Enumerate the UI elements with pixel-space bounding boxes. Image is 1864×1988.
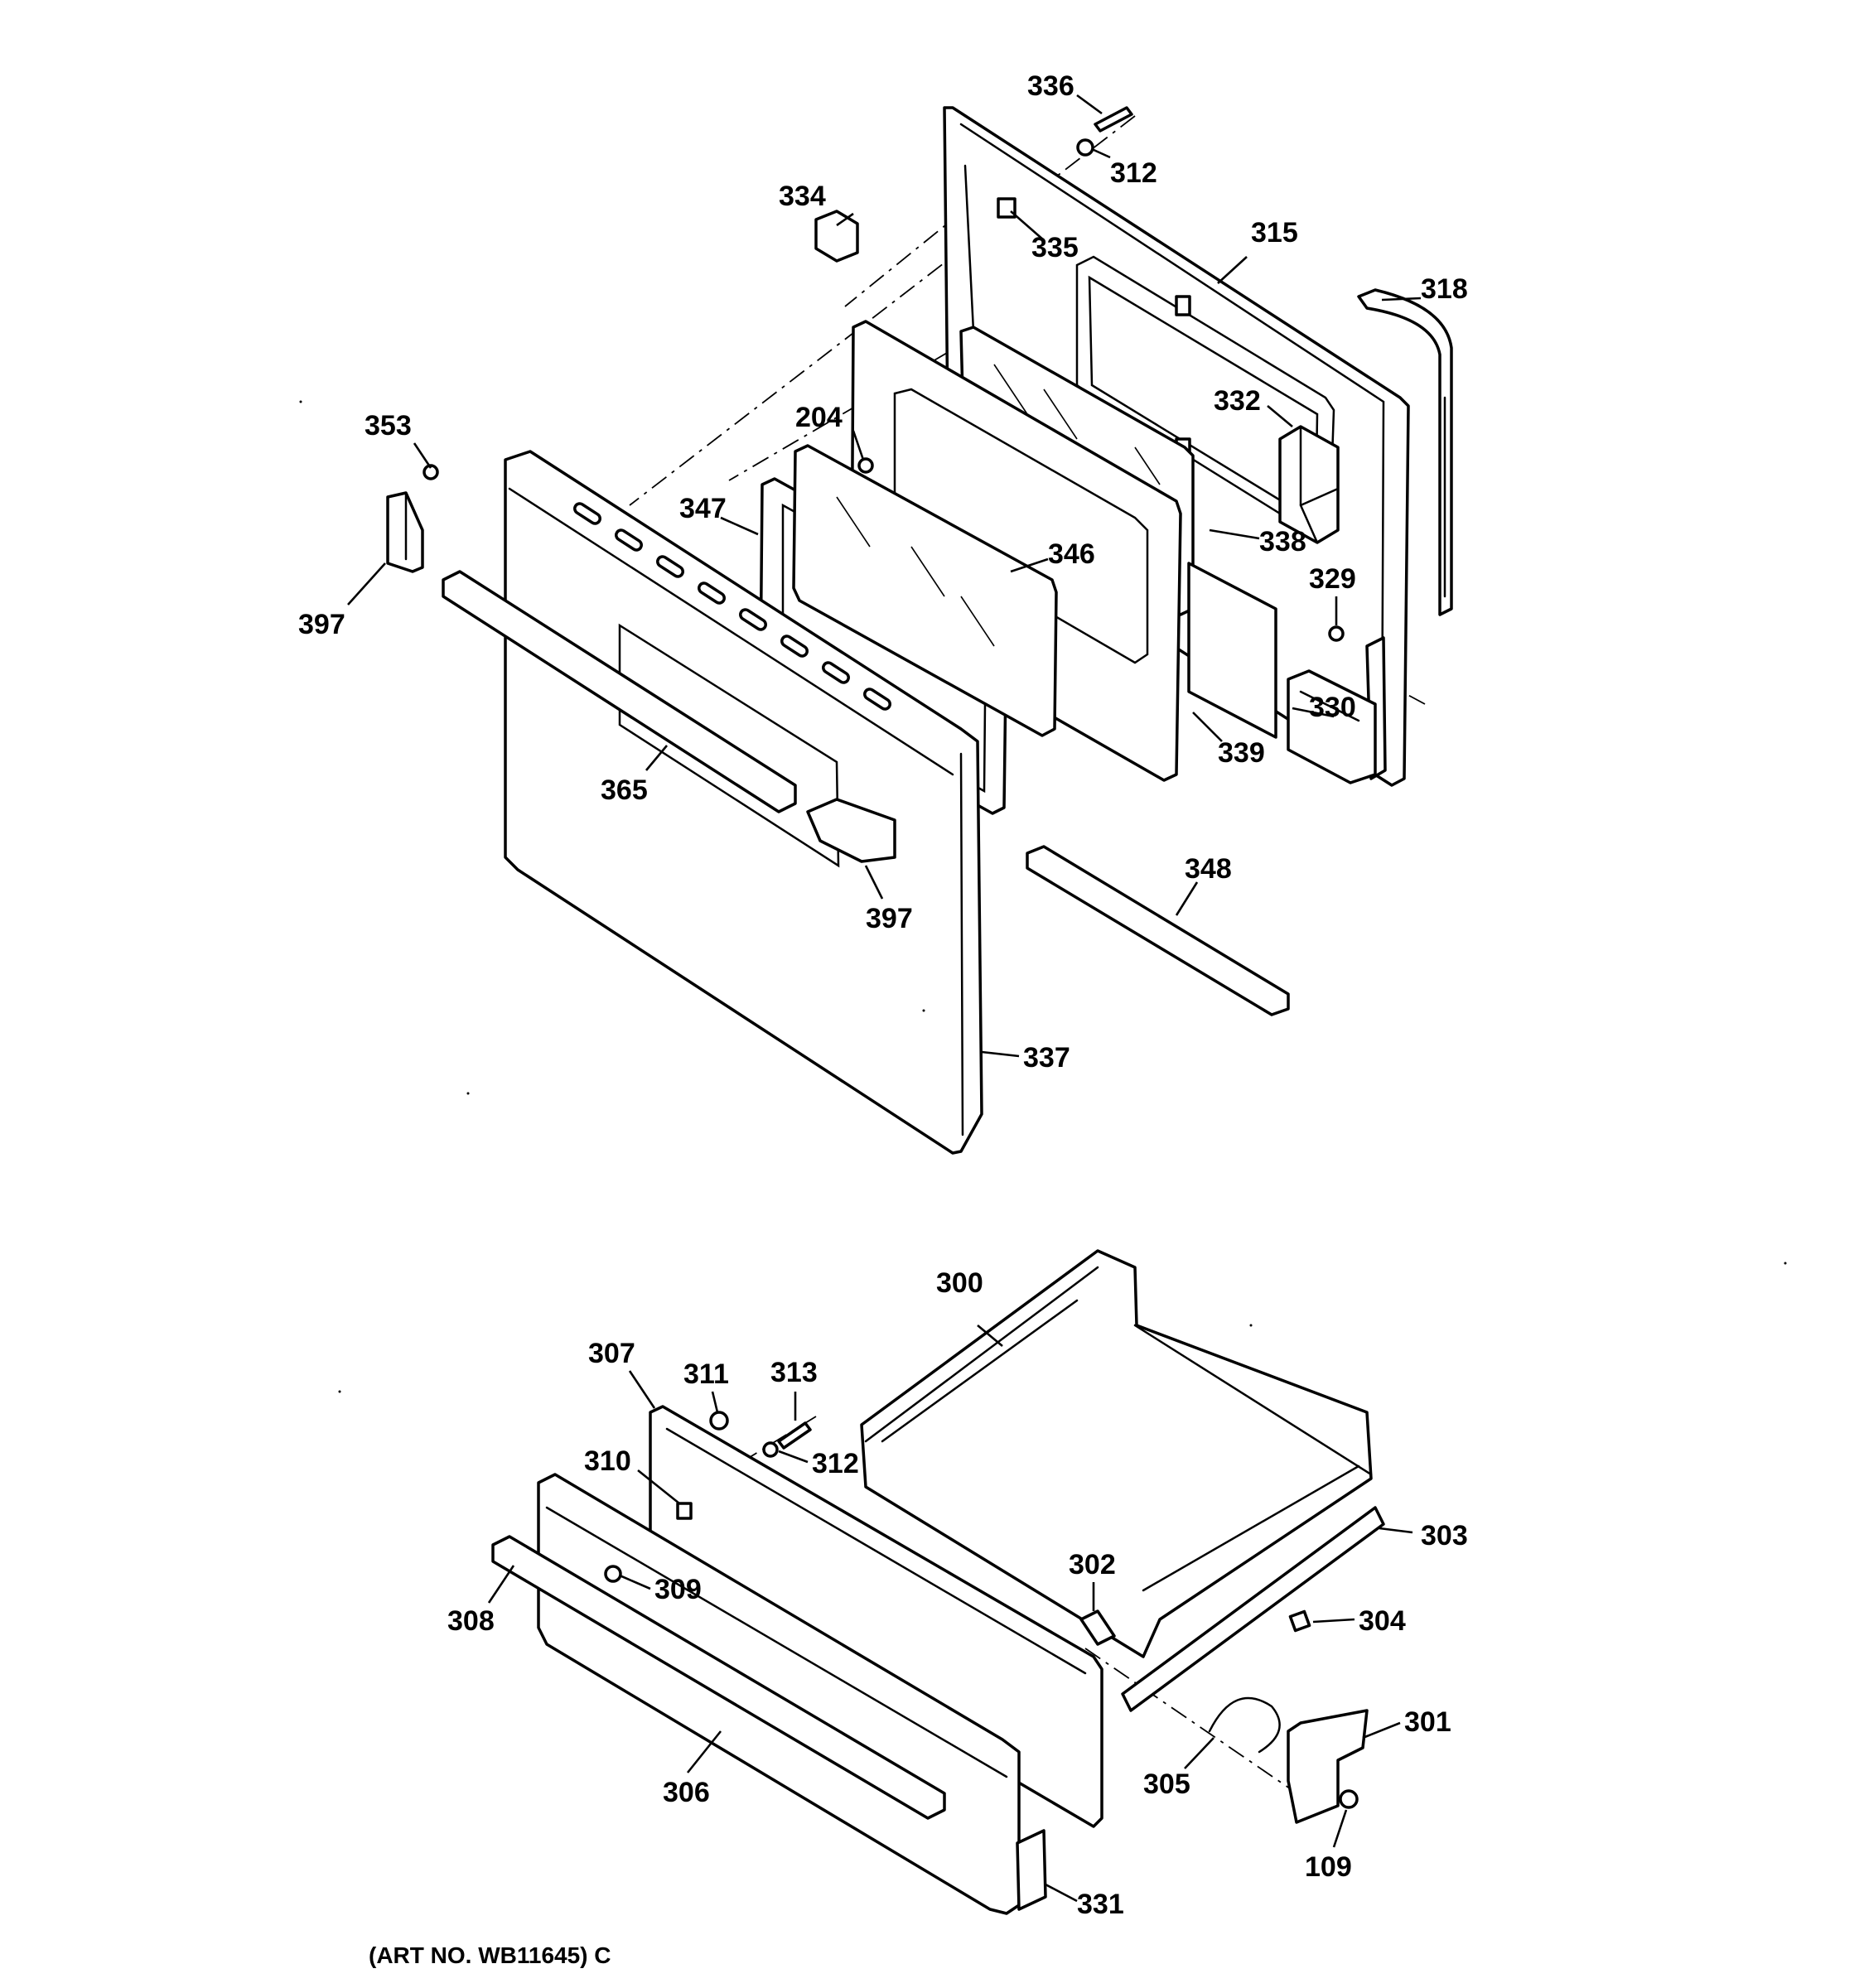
part-332-hinge-block (1278, 425, 1340, 544)
callout-346: 346 (1048, 538, 1095, 570)
part-397-handle-cap-left (386, 491, 424, 573)
callout-302: 302 (1069, 1549, 1116, 1580)
callout-337: 337 (1023, 1042, 1070, 1074)
part-330-hinge (1287, 669, 1377, 784)
part-301-bracket (1287, 1709, 1369, 1824)
part-311-nut (709, 1411, 729, 1431)
callout-318: 318 (1421, 273, 1468, 305)
part-308-drawer-handle (491, 1535, 946, 1820)
part-304-roller (1288, 1609, 1311, 1633)
part-310-stud (676, 1502, 693, 1520)
callout-307: 307 (588, 1338, 635, 1369)
callout-335: 335 (1031, 232, 1079, 263)
part-335-bracket (997, 197, 1017, 219)
callout-338: 338 (1259, 526, 1306, 557)
callout-109: 109 (1305, 1851, 1352, 1883)
part-313-screw (777, 1421, 812, 1450)
callout-308: 308 (447, 1605, 495, 1637)
callout-312-lower: 312 (812, 1448, 859, 1479)
callout-397-left: 397 (298, 609, 345, 640)
part-334-clip (814, 210, 859, 263)
part-303-drawer-rail (1121, 1506, 1385, 1712)
callout-353: 353 (365, 410, 412, 442)
callout-300: 300 (936, 1267, 983, 1299)
callout-331: 331 (1077, 1889, 1124, 1920)
part-339-insulation (1187, 562, 1277, 739)
callout-339: 339 (1218, 737, 1265, 769)
scan-specks (299, 400, 1787, 1393)
callout-309: 309 (654, 1574, 702, 1605)
callout-330: 330 (1309, 692, 1356, 723)
part-346-outer-glass (792, 444, 1058, 737)
callout-305: 305 (1143, 1768, 1190, 1800)
callout-313: 313 (770, 1357, 818, 1388)
part-337-outer-door (504, 450, 983, 1155)
part-331-glide (1016, 1829, 1047, 1911)
callout-303: 303 (1421, 1520, 1468, 1551)
part-312-washer-lower (762, 1441, 779, 1458)
callout-336: 336 (1027, 70, 1074, 102)
callout-312-upper: 312 (1110, 157, 1157, 189)
part-312-washer-upper (1076, 138, 1094, 157)
callout-365: 365 (601, 774, 648, 806)
part-300-drawer-box (860, 1249, 1373, 1658)
art-number: (ART NO. WB11645) C (369, 1942, 611, 1968)
callout-315: 315 (1251, 217, 1298, 248)
part-329-screw (1328, 625, 1345, 642)
leader-lines (347, 94, 1422, 1903)
part-348-bottom-trim (1026, 845, 1290, 1016)
callout-347: 347 (679, 493, 727, 524)
part-397-handle-cap-right (806, 798, 896, 863)
callout-306: 306 (663, 1777, 710, 1808)
callout-304: 304 (1359, 1605, 1406, 1637)
part-305-spring-clip (1208, 1696, 1281, 1754)
part-302-stud (1079, 1609, 1116, 1646)
part-109-nut (1339, 1789, 1359, 1809)
callout-204: 204 (795, 402, 843, 433)
part-353-screw (423, 464, 439, 480)
callout-397-right: 397 (866, 903, 913, 934)
callout-332: 332 (1214, 385, 1261, 417)
part-365-door-handle (442, 570, 797, 813)
callout-329: 329 (1309, 563, 1356, 595)
vent-slots (573, 502, 891, 711)
callout-348: 348 (1185, 853, 1232, 885)
part-336-screw (1094, 106, 1133, 133)
callout-311: 311 (683, 1358, 729, 1390)
part-309-screw (604, 1565, 622, 1583)
callout-301: 301 (1404, 1706, 1451, 1738)
callout-334: 334 (779, 181, 826, 212)
callout-labels: 336 312 334 335 315 318 332 204 353 347 … (298, 70, 1468, 1920)
callout-310: 310 (584, 1445, 631, 1477)
part-318-door-gasket (1357, 288, 1453, 616)
part-204-screw (857, 457, 874, 474)
